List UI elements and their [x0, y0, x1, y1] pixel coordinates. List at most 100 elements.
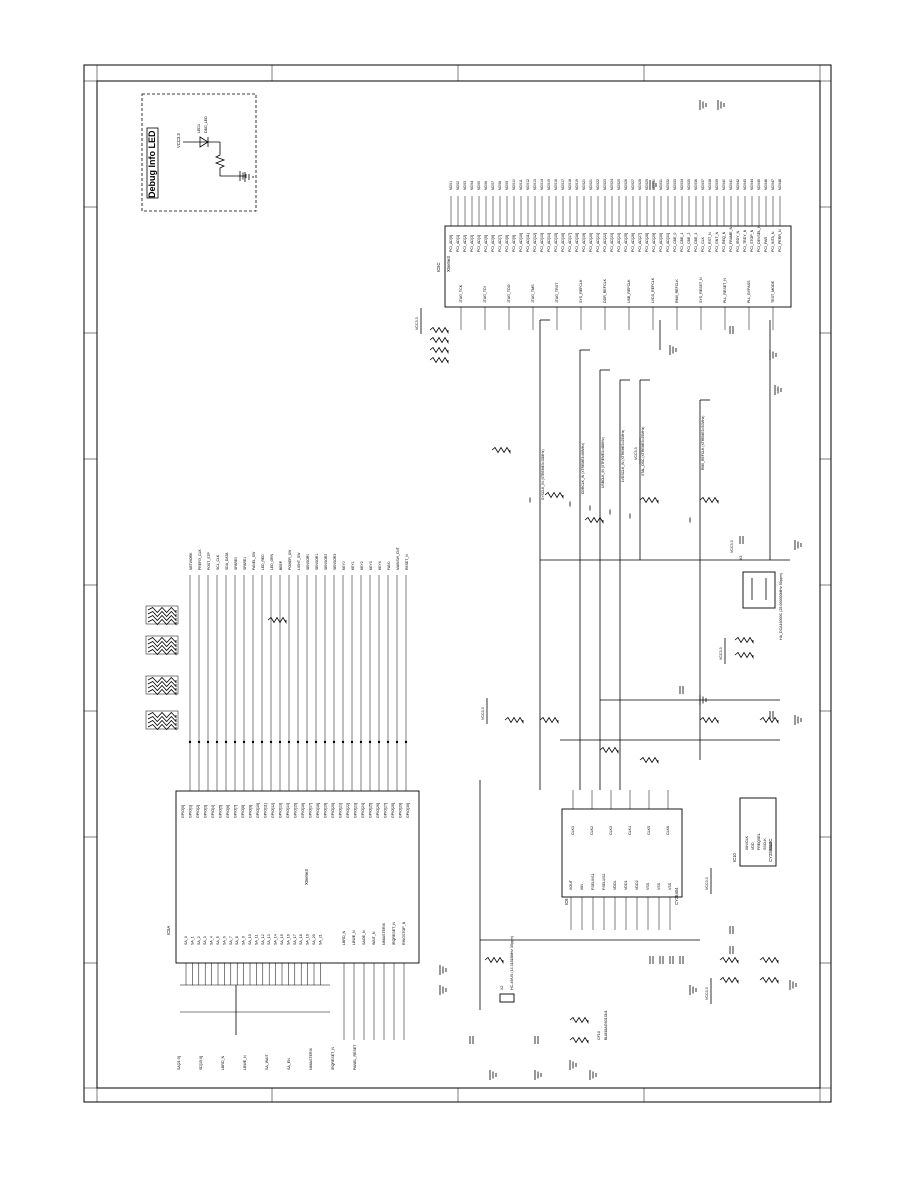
ic5a-pin-sa: SA_11 [254, 934, 258, 945]
ic5a-body [175, 790, 420, 964]
resistor-icon [569, 1016, 589, 1024]
clock-net-label: SYSCLK_IN (XTREME3=33MHz) [541, 449, 545, 500]
ic5c-name: Xtreme3 [446, 256, 451, 272]
ground-icon [789, 980, 797, 990]
debug-led-net: DBG_LED [204, 116, 208, 133]
ic5c-pin-right: PCI_REQ_N [722, 231, 726, 252]
ic10-pin: FREQSEL [757, 833, 761, 850]
zone-ticks [84, 65, 831, 1102]
ic5a-pin-gpio: GPIO[19] [324, 803, 328, 818]
ic5c-net: NDX28 [638, 179, 642, 190]
resistor-icon [734, 651, 754, 659]
resistor-icon [734, 636, 754, 644]
ic9-pin-left: FSEL1/S2 [602, 874, 606, 890]
gpio-net-label: SDA_DATA [225, 552, 229, 570]
ic5a-input-label: IRQRESET_N [331, 1047, 335, 1070]
ic5a-pin-gpio: GPIO[4] [211, 805, 215, 818]
power-label: VCC3.3 [705, 877, 709, 890]
ic5c-pin-right: PCI_RST_N [708, 232, 712, 252]
ic5c-pin-left: JTAG_TCK [459, 284, 463, 303]
resistor-icon [584, 516, 604, 524]
ic5c-net: NDX29 [645, 179, 649, 190]
gpio-net-label: LED_RED [261, 554, 265, 570]
ic5c-net: NDX9 [505, 181, 509, 190]
ic5a-pin-gpio: GPIO[13] [279, 803, 283, 818]
ic5a-right-pins: GPIO[0]GPIO[1]GPIO[2]GPIO[3]GPIO[4]GPIO[… [181, 803, 410, 818]
ic5c-net: NDX44 [750, 179, 754, 190]
ic5c-net: NDX26 [624, 179, 628, 190]
ic5c-pin-right: PCI_CBE_3 [694, 233, 698, 252]
ic10-pin: GND [769, 842, 773, 850]
ic5a-pin-gpio: GPIO[30] [406, 803, 410, 818]
junction-dot [215, 740, 219, 744]
ic5c-pin-left: RMII_REFCLK [675, 279, 679, 303]
ic5a-input-label: PANEL_RESET [353, 1044, 357, 1070]
ic5a-input-label: LBRD_N [221, 1055, 225, 1070]
junction-dot [224, 740, 228, 744]
ic5a-pin-gpio: GPIO[28] [391, 803, 395, 818]
debug-led-panel: Debug Info LED VCC3.3 LED1 DBG_LED [141, 93, 257, 212]
gpio-net-label: RESET_N [405, 554, 409, 570]
resistor-icon [147, 610, 177, 618]
ic9-pin-left: VSS [657, 882, 661, 890]
clock-net-label: LVDSCLK_IN (XTREME3=25MHz) [621, 430, 625, 482]
ic9-pin-left: VDD2 [635, 880, 639, 890]
ic10-body [739, 797, 777, 867]
ic5c-body [444, 225, 792, 308]
ic5c-net: NDX24 [610, 179, 614, 190]
resistor-icon [147, 723, 177, 731]
ic5c-net: NDX21 [589, 179, 593, 190]
ic5a-pin-sa: SA_0 [184, 936, 188, 945]
ic5c-pin-right: PCI_AD[3] [470, 235, 474, 252]
ic5c-pin-right: PCI_IRDY_N [736, 230, 740, 252]
ic5c-net: NDX30 [652, 179, 656, 190]
ic9-pin-right: CLK1 [571, 826, 575, 835]
ic5c-net: NDX20 [582, 179, 586, 190]
ground-icon [699, 695, 707, 705]
ic5c-pin-left: PLL_BYPASS [747, 280, 751, 303]
ic5a-ctrl-pin: WAIT_N [372, 931, 376, 945]
ground-icon [439, 965, 447, 975]
ic5c-pin-left: JTAG_TRST [555, 282, 559, 303]
ic5c-pin-right: PCI_AD[21] [596, 233, 600, 252]
xtal-x3-block: HA_DCA16000C (25.000000MHz 50ppm) X3 VCC… [730, 540, 783, 640]
ic5a-ctrl-pin: NMIASTERIX [382, 922, 386, 945]
ic5a-pin-sa: SA_6 [222, 936, 226, 945]
ic5c-pin-right: PCI_CBE_0 [673, 233, 677, 252]
gpio-net-label: BEEP [279, 560, 283, 570]
ic10-pin: SSCLK [763, 838, 767, 850]
ic5a-pin-gpio: GPIO[20] [331, 803, 335, 818]
ic5a-pin-sa: SA_10 [248, 934, 252, 945]
ic5c-net: NDX13 [533, 179, 537, 190]
ic5c-pin-right: PCI_AD[30] [659, 233, 663, 252]
ic5a-pin-gpio: GPIO[0] [181, 805, 185, 818]
ic5c-pin-right: PCI_STOP_N [750, 229, 754, 252]
resistor-icon [491, 446, 511, 454]
resistor-icon [429, 326, 449, 334]
ic5a-pin-gpio: GPIO[24] [361, 803, 365, 818]
ic5a-pin-sa: SA_2 [197, 936, 201, 945]
ic5c-pin-right: PCI_INTA_N [771, 231, 775, 252]
ic5c-net: NDX42 [736, 179, 740, 190]
x3-body [742, 571, 776, 609]
ferrite-label: BLM18AG601SN1 [604, 1010, 608, 1040]
junction-dot [278, 740, 282, 744]
ic5c-net: NDX34 [680, 179, 684, 190]
ic5c-pin-right: PCI_AD[22] [603, 233, 607, 252]
ic5c-net: NDX43 [743, 179, 747, 190]
ic5a-pin-gpio: GPIO[17] [309, 803, 313, 818]
resistor-icon [147, 684, 177, 692]
ic5c-pin-left: SYS_RESET_N [699, 277, 703, 303]
ic5a-pin-gpio: GPIO[18] [316, 803, 320, 818]
x3-label: HA_DCA16000C (25.000000MHz 50ppm) [779, 573, 783, 640]
gpio-net-label: SENSOR3 [333, 554, 337, 570]
x3-ref: X3 [739, 556, 743, 560]
ground-icon [794, 540, 802, 550]
ic5c-pin-right: PCI_AD[23] [610, 233, 614, 252]
ic5c-pin-right: PCI_AD[15] [554, 233, 558, 252]
ground-icon [794, 715, 802, 725]
ic5c-net: NDX25 [617, 179, 621, 190]
gpio-net-label: KEY2 [360, 561, 364, 570]
ic5a-pin-sa: SA_5 [216, 936, 220, 945]
